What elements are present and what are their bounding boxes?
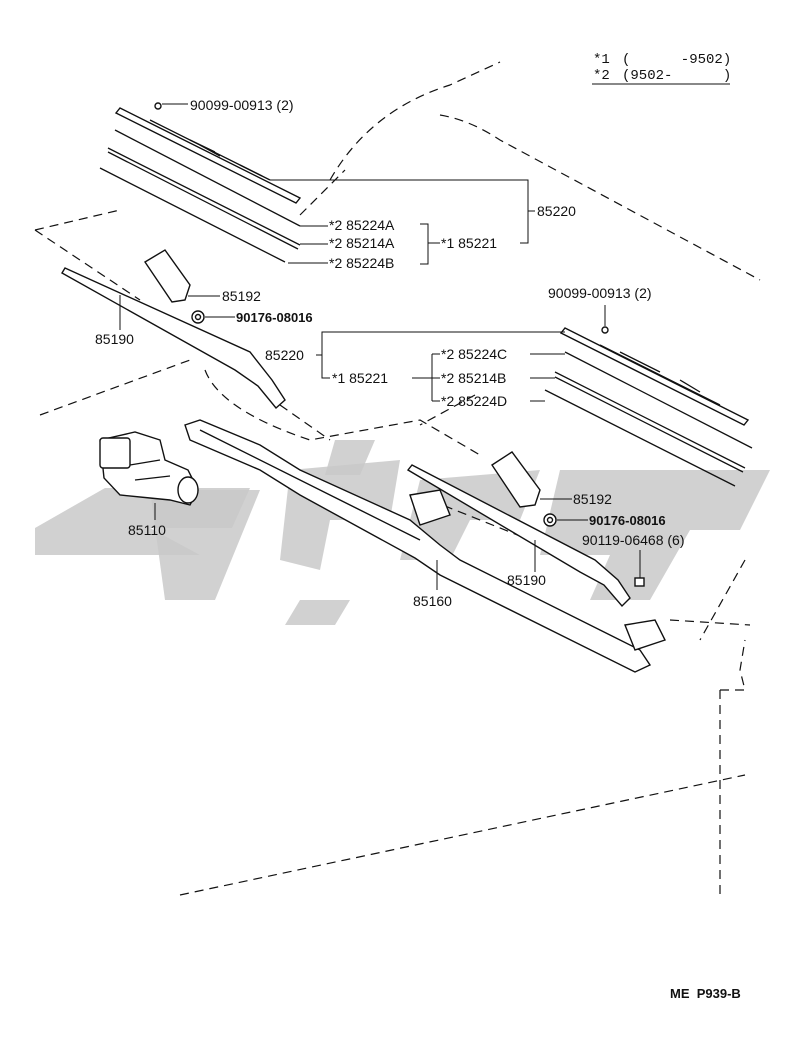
right-wiper-arm [406, 464, 631, 608]
screw-icon [154, 102, 162, 110]
link-label: 85160 [413, 593, 452, 609]
right-refill-c-label: *2 85224C [441, 346, 507, 362]
legend-row2-mark: *2 [593, 68, 610, 84]
left-refill-b [99, 167, 286, 263]
right-insert-label: *1 85221 [332, 370, 388, 386]
left-arm-group: 85192 90176-08016 85190 [61, 249, 313, 410]
left-cap-label: 85192 [222, 288, 261, 304]
right-bolt-label: 90119-06468 (6) [582, 532, 684, 548]
nut-icon [191, 310, 205, 324]
left-screw-label: 90099-00913 (2) [190, 97, 294, 113]
wiper-link-assy: 85160 [184, 419, 666, 673]
right-rubber-b [554, 371, 746, 469]
motor-label: 85110 [128, 522, 166, 538]
legend: *1 ( -9502) *2 (9502- ) [592, 52, 731, 85]
right-blade-assy [559, 327, 750, 426]
bolt-icon [634, 577, 645, 587]
right-cap-label: 85192 [573, 491, 612, 507]
legend-row1-mark: *1 [593, 52, 610, 68]
left-rubber-a-label: *2 85214A [329, 235, 395, 251]
legend-row1-range: ( -9502) [622, 52, 731, 68]
right-blade-group: 90099-00913 (2) 85220 *1 85221 *2 85224C… [265, 285, 753, 487]
left-blade-assy [114, 107, 302, 204]
left-refill-a-label: *2 85224A [329, 217, 395, 233]
right-refill-d [544, 389, 736, 487]
left-refill-b-label: *2 85224B [329, 255, 394, 271]
right-blade-assy-label: 85220 [265, 347, 304, 363]
right-refill-c [564, 351, 753, 449]
right-screw-label: 90099-00913 (2) [548, 285, 652, 301]
left-blade-group: 90099-00913 (2) *2 85224A *2 85214A *2 8… [99, 97, 576, 271]
right-arm-cap [491, 451, 541, 508]
left-blade-assy-label: 85220 [537, 203, 576, 219]
left-nut-label: 90176-08016 [236, 310, 313, 325]
wiper-motor: 85110 [99, 431, 199, 538]
left-refill-a [114, 129, 301, 227]
left-arm-label: 85190 [95, 331, 134, 347]
right-rubber-b-label: *2 85214B [441, 370, 506, 386]
right-arm-group: 85192 90176-08016 90119-06468 (6) 85190 [406, 451, 684, 608]
page-reference: ME P939-B [670, 986, 741, 1001]
left-arm-cap [144, 249, 191, 303]
legend-row2-range: (9502- ) [622, 68, 731, 84]
right-arm-label: 85190 [507, 572, 546, 588]
right-refill-d-label: *2 85224D [441, 393, 507, 409]
left-rubber-a [107, 147, 301, 246]
right-nut-label: 90176-08016 [589, 513, 666, 528]
left-insert-label: *1 85221 [441, 235, 497, 251]
screw-icon [601, 326, 609, 334]
nut-icon [543, 513, 557, 527]
